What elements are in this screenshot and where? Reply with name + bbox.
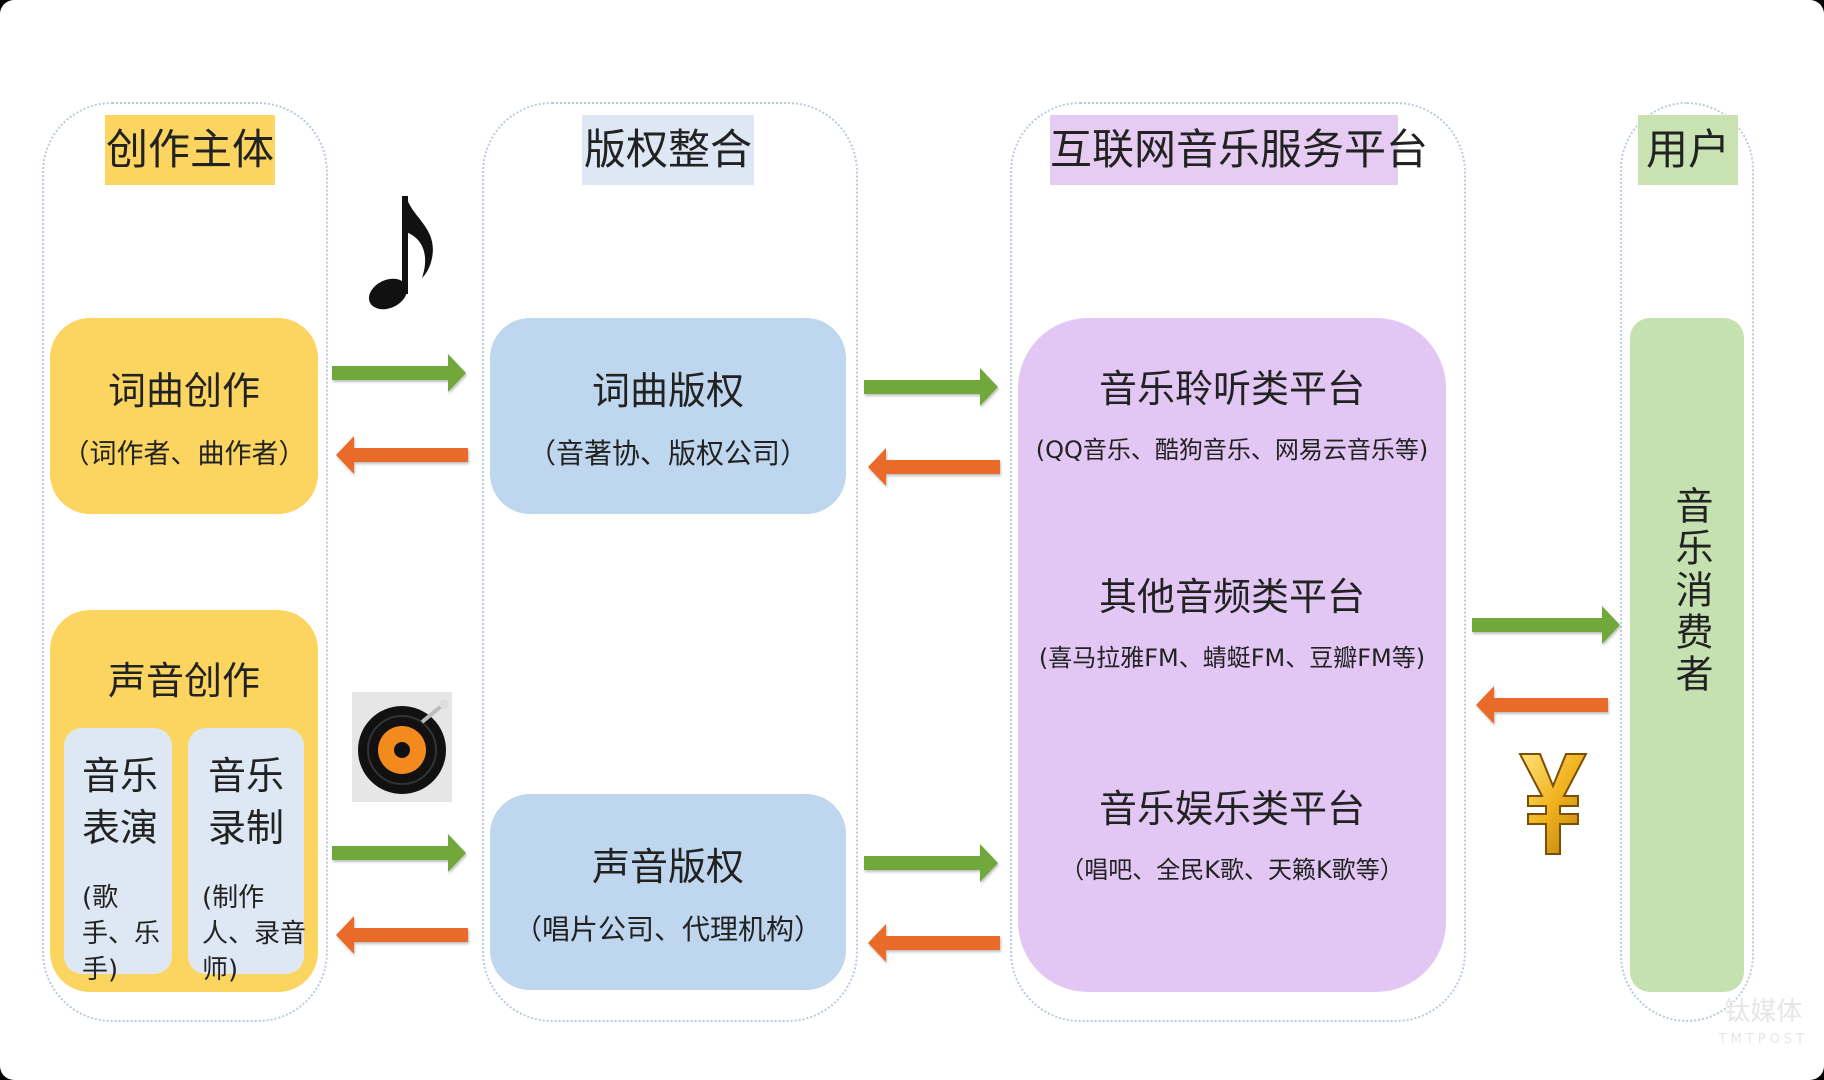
- copyright-title: 版权整合: [582, 115, 754, 185]
- listening-platform-sub: (QQ音乐、酷狗音乐、网易云音乐等): [1035, 436, 1429, 464]
- sound-copyright-sub: （唱片公司、代理机构）: [513, 913, 822, 946]
- user-title: 用户: [1638, 115, 1738, 185]
- yen-icon: [1518, 753, 1588, 855]
- forward-arrow-lyrics-2: [864, 368, 998, 406]
- back-arrow-lyrics-1: [336, 436, 468, 474]
- user-column: [1620, 102, 1754, 1022]
- forward-arrow-sound-1: [332, 834, 466, 872]
- sound-creation-box: 声音创作 音乐表演 (歌手、乐手) 音乐录制 (制作人、录音师): [50, 610, 318, 992]
- music-performance-box: 音乐表演 (歌手、乐手): [64, 728, 172, 985]
- music-recording-box: 音乐录制 (制作人、录音师): [188, 728, 306, 985]
- music-performance-title: 音乐表演: [82, 754, 159, 850]
- music-performance-sub: (歌手、乐手): [82, 883, 161, 985]
- music-note-icon: [368, 196, 433, 310]
- sound-creation-title: 声音创作: [107, 659, 260, 703]
- entertainment-platform-sub: （唱吧、全民K歌、天籁K歌等）: [1060, 856, 1404, 884]
- forward-arrow-sound-2: [864, 844, 998, 882]
- vinyl-record-icon: [352, 692, 452, 802]
- back-arrow-lyrics-2: [868, 448, 1000, 486]
- listening-platform-title: 音乐聆听类平台: [1098, 367, 1365, 411]
- watermark-en: TMTPOST: [1718, 1032, 1808, 1047]
- watermark-cn: 钛媒体: [1724, 997, 1803, 1027]
- lyrics-creation-title: 词曲创作: [107, 369, 260, 413]
- music-recording-sub: (制作人、录音师): [202, 883, 307, 985]
- forward-arrow-lyrics-1: [332, 354, 466, 392]
- consumer-box: 音乐消费者: [1630, 318, 1744, 992]
- copyright-column: [482, 102, 858, 1022]
- lyrics-copyright-box: 词曲版权 （音著协、版权公司）: [490, 318, 846, 514]
- music-recording-title: 音乐录制: [208, 754, 285, 850]
- sound-copyright-title: 声音版权: [591, 845, 744, 889]
- back-arrow-sound-2: [868, 924, 1000, 962]
- platform-title: 互联网音乐服务平台: [1050, 115, 1428, 185]
- watermark: 钛媒体 TMTPOST: [1719, 998, 1808, 1054]
- back-arrow-user: [1476, 686, 1608, 724]
- audio-platform-sub: (喜马拉雅FM、蜻蜓FM、豆瓣FM等): [1038, 644, 1426, 672]
- forward-arrow-user: [1472, 606, 1620, 644]
- lyrics-copyright-title: 词曲版权: [591, 369, 744, 413]
- lyrics-copyright-sub: （音著协、版权公司）: [527, 437, 808, 470]
- back-arrow-sound-1: [336, 916, 468, 954]
- lyrics-creation-sub: （词作者、曲作者）: [62, 439, 306, 470]
- platform-column: [1010, 102, 1466, 1022]
- lyrics-creation-box: 词曲创作 （词作者、曲作者）: [50, 318, 318, 514]
- creation-title: 创作主体: [105, 115, 275, 185]
- consumer-label: 音乐消费者: [1669, 486, 1713, 696]
- sound-copyright-box: 声音版权 （唱片公司、代理机构）: [490, 794, 846, 990]
- audio-platform-title: 其他音频类平台: [1098, 575, 1365, 619]
- entertainment-platform-title: 音乐娱乐类平台: [1098, 787, 1365, 831]
- platform-box: 音乐聆听类平台 (QQ音乐、酷狗音乐、网易云音乐等) 其他音频类平台 (喜马拉雅…: [1018, 318, 1446, 992]
- creation-column: [42, 102, 328, 1022]
